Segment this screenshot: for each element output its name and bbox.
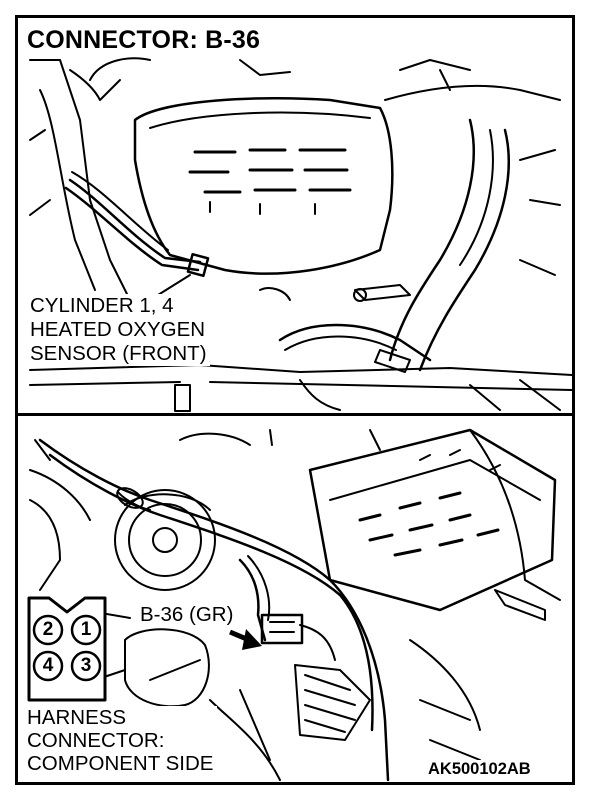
pin-label: 1 (80, 619, 92, 640)
connector-title: CONNECTOR: B-36 (27, 26, 265, 54)
harness-label-line2: CONNECTOR: (27, 729, 165, 752)
connector-face-icon (27, 596, 107, 702)
sensor-callout-line1: CYLINDER 1, 4 (30, 294, 174, 317)
diagram-frame (15, 15, 575, 785)
harness-label-line3: COMPONENT SIDE (27, 752, 214, 775)
bottom-engine-drawing (29, 428, 561, 782)
panel-divider (15, 413, 575, 416)
sensor-callout: CYLINDER 1, 4 HEATED OXYGEN SENSOR (FRON… (27, 294, 210, 366)
connector-callout: B-36 (GR) (137, 603, 237, 627)
harness-label-line1: HARNESS (27, 706, 127, 729)
pin-label: 4 (42, 655, 54, 676)
pin-label: 2 (42, 619, 54, 640)
figure-code: AK500102AB (426, 760, 533, 779)
sensor-callout-line3: SENSOR (FRONT) (30, 342, 207, 365)
sensor-callout-line2: HEATED OXYGEN (30, 318, 206, 341)
top-engine-drawing (29, 57, 573, 412)
harness-connector-label: HARNESS CONNECTOR: COMPONENT SIDE (27, 706, 218, 775)
arrow-pointer-icon (229, 629, 262, 650)
pin-label: 3 (80, 655, 92, 676)
